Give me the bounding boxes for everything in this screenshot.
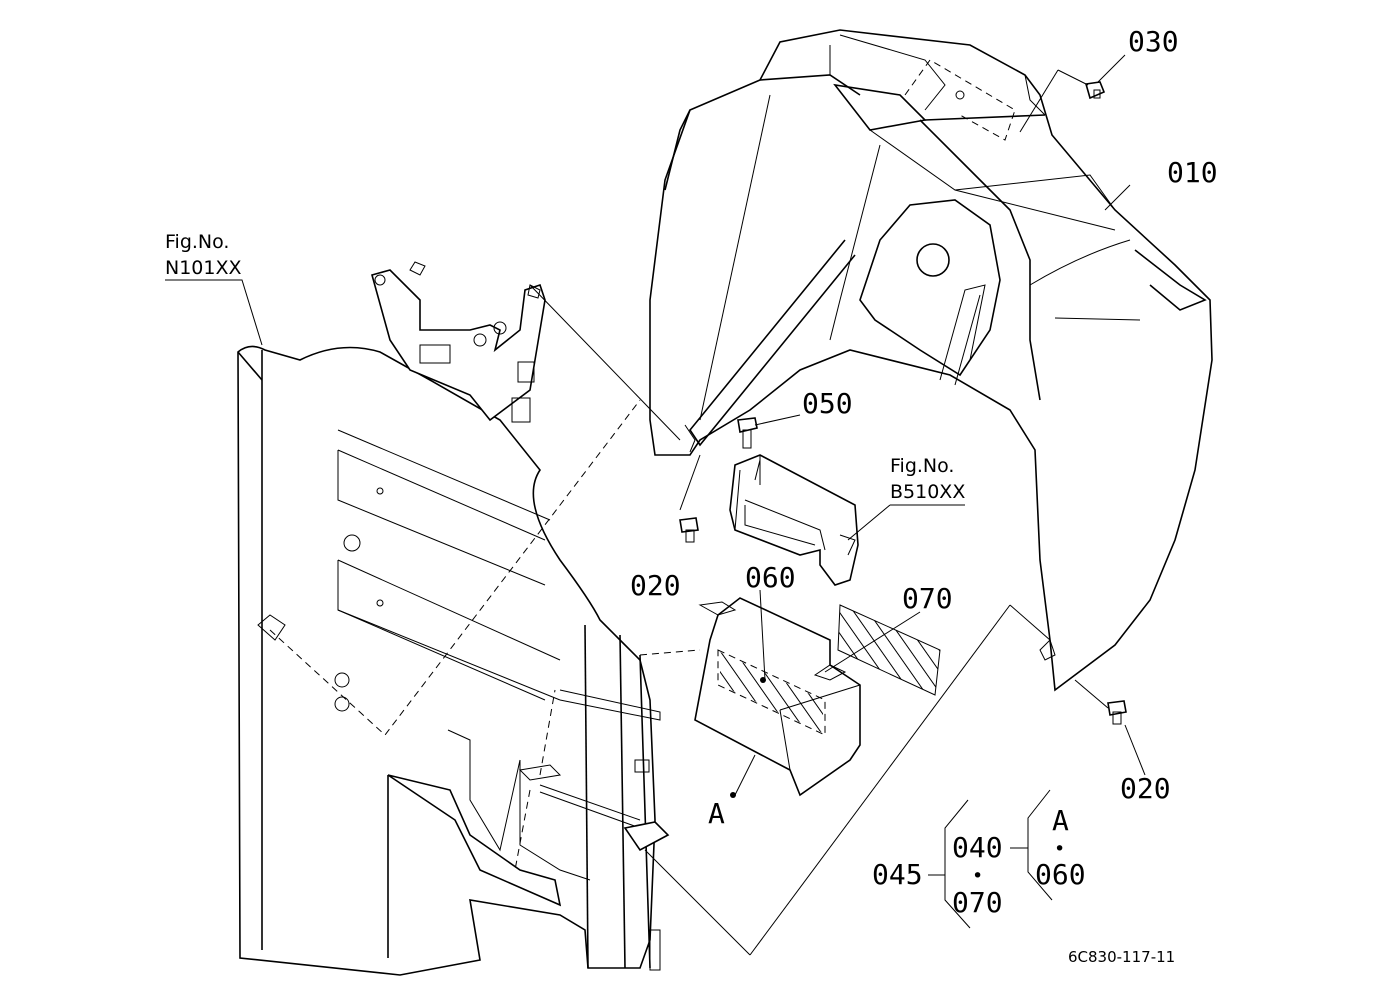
frame-assembly [237, 261, 670, 976]
kit-label-040: 040 [952, 831, 1003, 864]
plate-060 [694, 597, 861, 797]
kit-label-070: 070 [952, 886, 1003, 919]
bolt-050-icon [737, 417, 758, 449]
fig-ref-b510xx-line1: Fig.No. [890, 455, 954, 477]
kit-label-a: A [1052, 804, 1069, 837]
battery-holder [729, 454, 859, 586]
label-020-right: 020 [1120, 772, 1171, 805]
bolt-020b-icon [1107, 700, 1127, 725]
label-050: 050 [802, 387, 853, 420]
fig-ref-b510xx-line2: B510XX [890, 481, 965, 503]
label-030: 030 [1128, 25, 1179, 58]
kit-dot-2: • [1054, 838, 1065, 860]
label-070 [837, 604, 941, 696]
label-020-left: 020 [630, 569, 681, 602]
label-010: 010 [1167, 156, 1218, 189]
label-060: 060 [745, 561, 796, 594]
fig-ref-n101xx-line1: Fig.No. [165, 231, 229, 253]
bolt-030-icon [1084, 81, 1106, 100]
kit-label-045: 045 [872, 858, 923, 891]
label-070: 070 [902, 582, 953, 615]
cover-010 [649, 29, 1213, 692]
kit-label-060: 060 [1035, 858, 1086, 891]
kit-dot-1: • [972, 865, 983, 887]
kit-brackets [928, 789, 1053, 929]
leader-lines [165, 54, 1146, 956]
label-ref-a: A [708, 797, 725, 830]
bolt-020a-icon [679, 517, 699, 543]
fig-ref-n101xx-line2: N101XX [165, 257, 242, 279]
drawing-number: 6C830-117-11 [1068, 948, 1175, 966]
